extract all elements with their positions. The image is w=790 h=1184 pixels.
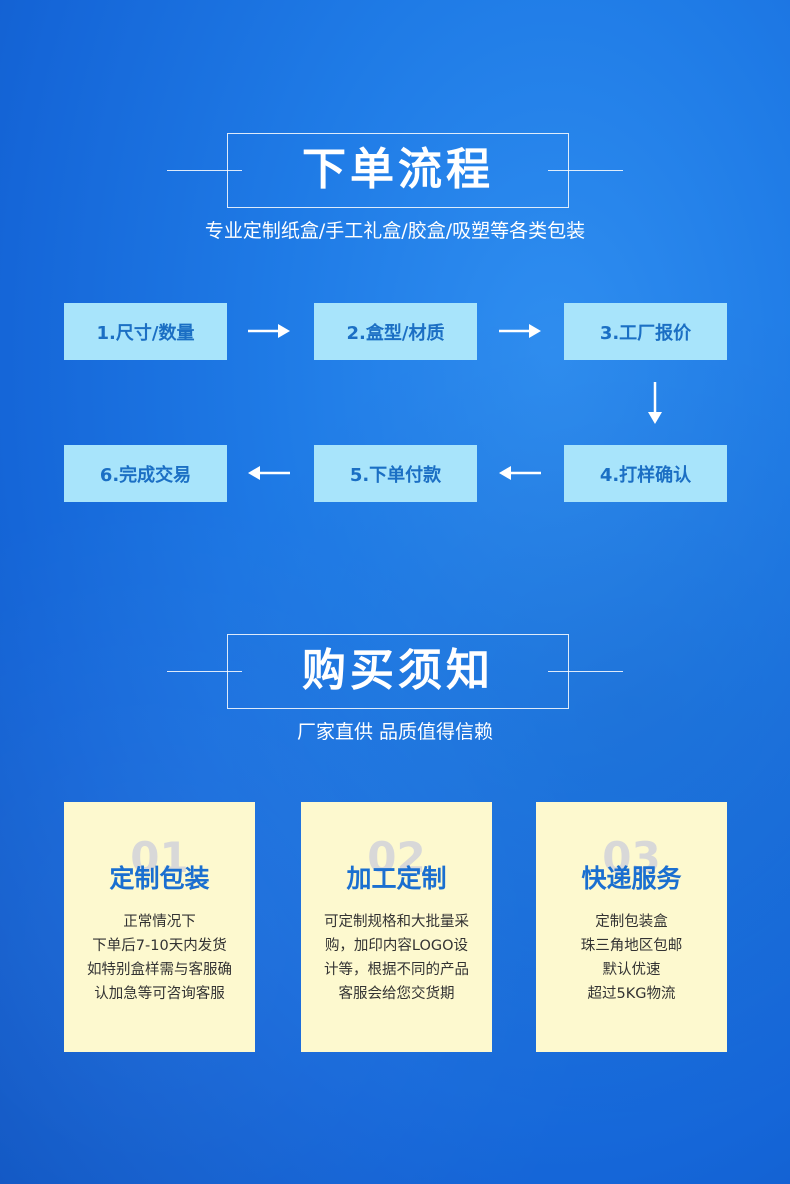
card-line: 默认优速 (602, 962, 661, 978)
card-line: 如特别盒样需与客服确 (87, 962, 232, 978)
order-process-subtitle: 专业定制纸盒/手工礼盒/胶盒/吸塑等各类包装 (204, 220, 586, 242)
step-2: 2.盒型/材质 (314, 303, 477, 360)
arrow-left-icon (248, 464, 290, 482)
step-5: 5.下单付款 (314, 445, 477, 502)
info-card-custom-packaging: 01 定制包装 正常情况下 下单后7-10天内发货 如特别盒样需与客服确 认加急… (64, 802, 255, 1052)
step-1: 1.尺寸/数量 (64, 303, 227, 360)
card-line: 下单后7-10天内发货 (92, 938, 227, 954)
step-6: 6.完成交易 (64, 445, 227, 502)
card-title: 定制包装 (109, 864, 210, 893)
card-line: 可定制规格和大批量采 (324, 914, 469, 930)
title-left-line (167, 170, 242, 171)
card-number: 02 (367, 833, 426, 882)
title-right-line (548, 170, 623, 171)
step-4: 4.打样确认 (564, 445, 727, 502)
arrow-down-icon (646, 382, 664, 424)
title-right-line (548, 671, 623, 672)
card-line: 超过5KG物流 (587, 986, 676, 1002)
card-line: 购，加印内容LOGO设 (324, 938, 469, 954)
step-3: 3.工厂报价 (564, 303, 727, 360)
card-body: 定制包装盒 珠三角地区包邮 默认优速 超过5KG物流 (546, 910, 717, 1006)
card-line: 正常情况下 (123, 914, 196, 930)
purchase-notice-subtitle: 厂家直供 品质值得信赖 (296, 721, 494, 743)
info-card-delivery: 03 快递服务 定制包装盒 珠三角地区包邮 默认优速 超过5KG物流 (536, 802, 727, 1052)
card-number: 03 (602, 833, 661, 882)
card-line: 认加急等可咨询客服 (94, 986, 225, 1002)
arrow-left-icon (499, 464, 541, 482)
card-line: 客服会给您交货期 (338, 986, 455, 1002)
card-body: 正常情况下 下单后7-10天内发货 如特别盒样需与客服确 认加急等可咨询客服 (74, 910, 245, 1006)
card-title: 快递服务 (581, 864, 682, 893)
card-line: 珠三角地区包邮 (580, 938, 683, 954)
title-left-line (167, 671, 242, 672)
purchase-notice-title: 购买须知 (302, 645, 494, 696)
card-title: 加工定制 (346, 864, 447, 893)
card-number: 01 (130, 833, 189, 882)
card-line: 计等，根据不同的产品 (324, 962, 469, 978)
order-process-title: 下单流程 (302, 144, 494, 195)
arrow-right-icon (499, 322, 541, 340)
info-card-processing: 02 加工定制 可定制规格和大批量采 购，加印内容LOGO设 计等，根据不同的产… (301, 802, 492, 1052)
card-body: 可定制规格和大批量采 购，加印内容LOGO设 计等，根据不同的产品 客服会给您交… (311, 910, 482, 1006)
card-line: 定制包装盒 (595, 914, 668, 930)
arrow-right-icon (248, 322, 290, 340)
